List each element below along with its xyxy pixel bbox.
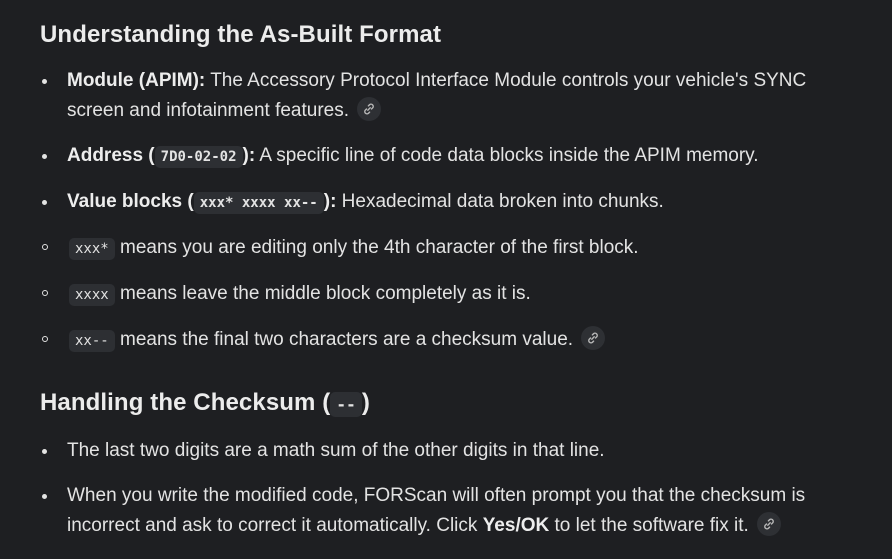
- as-built-list: Module (APIM): The Accessory Protocol In…: [40, 66, 852, 356]
- source-link-button[interactable]: [757, 511, 782, 536]
- value-blocks-code: xxx* xxxx xx--: [193, 192, 324, 214]
- sub-item-checksum-block: xx-- means the final two characters are …: [40, 325, 852, 356]
- source-link-button[interactable]: [581, 325, 606, 350]
- middle-block-code: xxxx: [69, 284, 115, 306]
- section-heading-as-built-format: Understanding the As-Built Format: [40, 21, 442, 48]
- checksum-heading-code: --: [330, 392, 362, 417]
- address-label: Address (7D0-02-02):: [67, 145, 256, 168]
- module-text: The Accessory Protocol Interface Module …: [67, 70, 807, 121]
- section-heading-checksum: Handling the Checksum (--): [40, 389, 370, 417]
- sub-item-first-block: xxx* means you are editing only the 4th …: [40, 233, 852, 264]
- sub-item-middle-block: xxxx means leave the middle block comple…: [40, 279, 852, 310]
- list-item-checksum-prompt: When you write the modified code, FORSca…: [40, 481, 852, 541]
- yes-ok-label: Yes/OK: [482, 515, 550, 536]
- module-label: Module (APIM):: [67, 70, 206, 91]
- address-code: 7D0-02-02: [154, 146, 243, 168]
- value-blocks-text: Hexadecimal data broken into chunks.: [336, 191, 664, 212]
- checksum-block-code: xx--: [69, 330, 115, 352]
- first-block-code: xxx*: [69, 238, 115, 260]
- list-item-address: Address (7D0-02-02): A specific line of …: [40, 141, 852, 172]
- list-item-checksum-sum: The last two digits are a math sum of th…: [40, 436, 852, 466]
- checksum-list: The last two digits are a math sum of th…: [40, 436, 852, 541]
- list-item-value-blocks: Value blocks (xxx* xxxx xx--): Hexadecim…: [40, 187, 852, 356]
- link-icon: [364, 103, 375, 115]
- value-blocks-sublist: xxx* means you are editing only the 4th …: [40, 233, 852, 356]
- link-icon: [764, 518, 774, 530]
- list-item-module: Module (APIM): The Accessory Protocol In…: [40, 66, 852, 126]
- address-text: A specific line of code data blocks insi…: [255, 145, 759, 166]
- source-link-button[interactable]: [357, 96, 382, 121]
- value-blocks-label: Value blocks (xxx* xxxx xx--):: [67, 191, 337, 214]
- link-icon: [588, 332, 599, 344]
